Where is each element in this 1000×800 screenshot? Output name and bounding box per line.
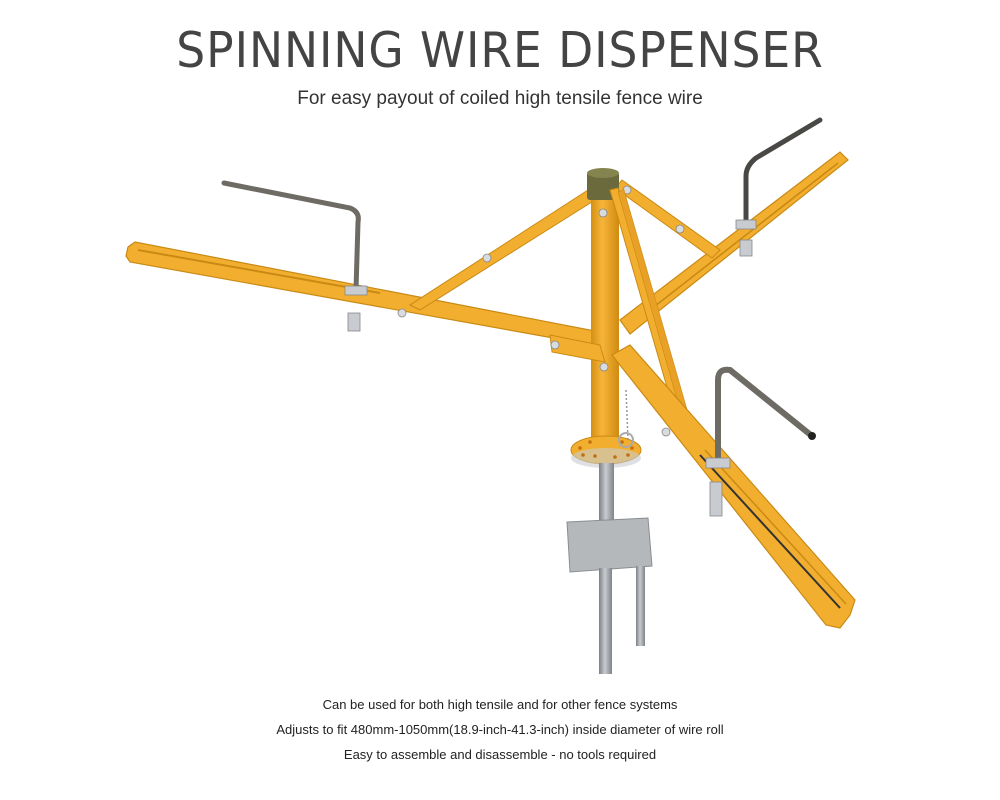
- front-joint: [549, 187, 691, 433]
- page-title: SPINNING WIRE DISPENSER: [176, 22, 824, 79]
- right-back-arm: [614, 117, 849, 335]
- subtitle: For easy payout of coiled high tensile f…: [297, 88, 703, 109]
- feature-item: Easy to assemble and disassemble - no to…: [343, 747, 657, 762]
- product-image: [0, 110, 1000, 690]
- feature-list: Can be used for both high tensile and fo…: [0, 697, 1000, 772]
- ground-stake: [566, 463, 653, 674]
- left-arm: [125, 180, 601, 347]
- front-right-arm: [611, 344, 856, 629]
- feature-item: Can be used for both high tensile and fo…: [322, 697, 678, 712]
- center-pole: [570, 168, 642, 468]
- feature-item: Adjusts to fit 480mm-1050mm(18.9-inch-41…: [276, 722, 724, 737]
